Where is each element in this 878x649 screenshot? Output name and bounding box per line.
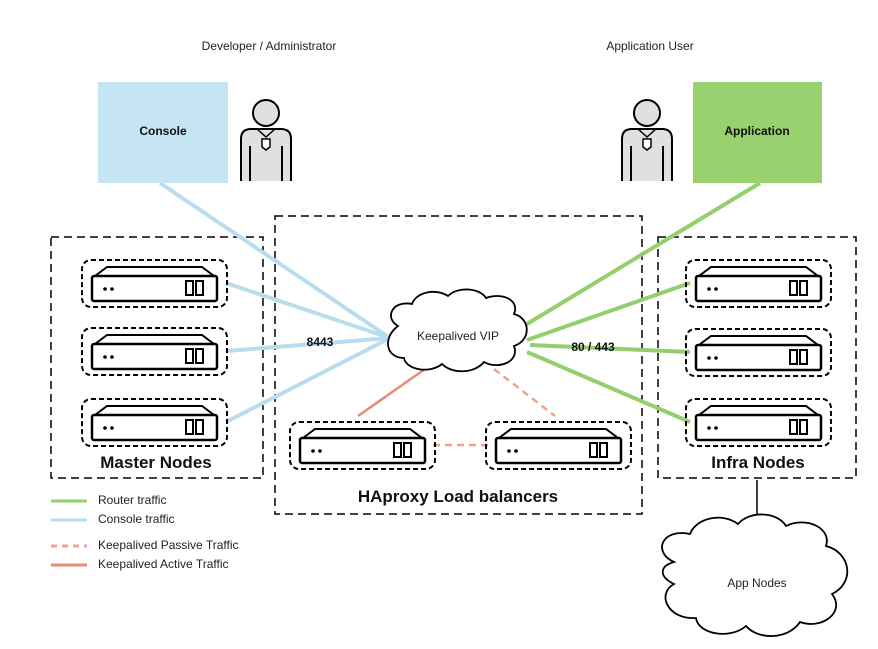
infra-nodes-group: [657, 236, 857, 479]
keepalived-active-line: [357, 367, 426, 418]
haproxy-server-2-icon: [484, 420, 633, 471]
router-traffic-lines: [520, 181, 762, 424]
legend-active-label: Keepalived Active Traffic: [98, 557, 229, 571]
user-person-icon: [621, 99, 673, 182]
infra-server-2-icon: [684, 327, 833, 378]
master-server-1-icon: [80, 258, 229, 309]
infra-server-1-icon: [684, 258, 833, 309]
keepalived-passive-line: [493, 368, 556, 417]
console-traffic-lines: [158, 181, 392, 424]
router-port-label: 80 / 443: [571, 340, 615, 354]
infra-nodes-title: Infra Nodes: [711, 453, 805, 472]
keepalived-vip-cloud-icon: [387, 288, 528, 373]
admin-actor-label: Developer / Administrator: [202, 39, 337, 53]
console-label: Console: [139, 124, 187, 138]
application-box: [693, 82, 822, 183]
legend: Router traffic Console traffic Keepalive…: [51, 493, 239, 571]
legend-console-label: Console traffic: [98, 512, 174, 526]
haproxy-server-1-icon: [288, 420, 437, 471]
master-server-3-icon: [80, 397, 229, 448]
legend-passive-label: Keepalived Passive Traffic: [98, 538, 239, 552]
console-port-label: 8443: [307, 335, 334, 349]
keepalived-vip-label: Keepalived VIP: [417, 329, 499, 343]
haproxy-group: [274, 215, 643, 515]
infra-server-3-icon: [684, 397, 833, 448]
admin-person-icon: [240, 99, 292, 182]
haproxy-title: HAproxy Load balancers: [358, 487, 558, 506]
app-nodes-cloud-icon: [661, 513, 849, 637]
app-nodes-label: App Nodes: [727, 576, 786, 590]
user-actor-label: Application User: [606, 39, 693, 53]
master-nodes-title: Master Nodes: [100, 453, 211, 472]
master-server-2-icon: [80, 326, 229, 377]
legend-router-label: Router traffic: [98, 493, 166, 507]
application-label: Application: [724, 124, 789, 138]
master-nodes-group: [50, 236, 264, 479]
console-box: [98, 82, 228, 183]
